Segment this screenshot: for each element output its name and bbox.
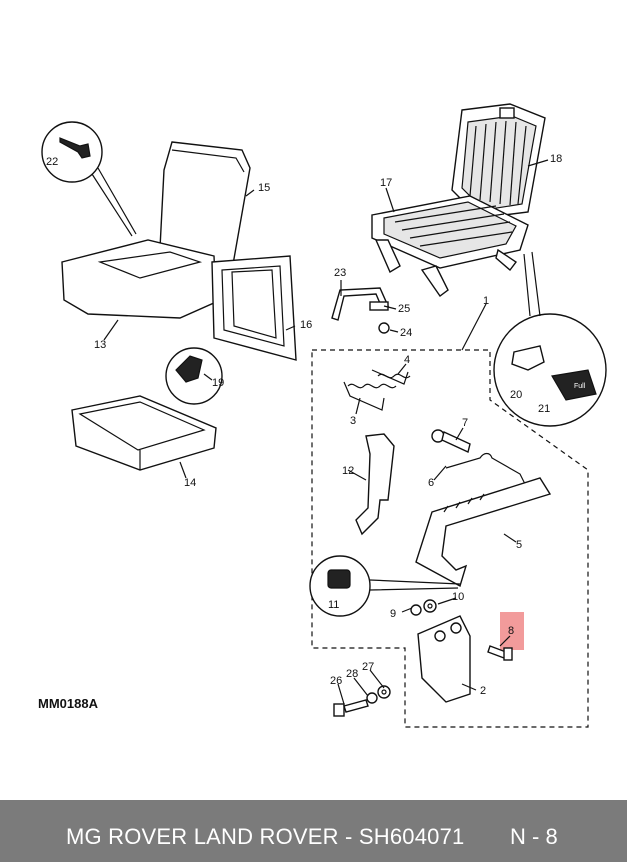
bolt-8 [487,645,513,661]
bolt-26 [333,699,369,717]
callout-13: 13 [94,339,106,351]
callout-3: 3 [350,415,356,427]
callout-15: 15 [258,182,270,194]
callout-27: 27 [362,661,374,673]
knob-label: Full [574,383,586,390]
callout-10: 10 [452,591,464,603]
seat-frame [371,103,546,297]
callout-21: 21 [538,403,550,415]
kit-boundary [311,349,589,728]
callout-25: 25 [398,303,410,315]
pin-7 [431,429,527,487]
callout-20: 20 [510,389,522,401]
part-8-highlight [500,612,524,650]
callout-2: 2 [480,685,486,697]
springs [343,369,411,411]
seat-assembly [61,141,297,361]
callout-4: 4 [404,354,410,366]
hook-12 [355,433,395,536]
callout-8: 8 [508,625,514,637]
callout-14: 14 [184,477,196,489]
callout-1: 1 [483,295,489,307]
bubble-20-21: Full [493,251,607,427]
callout-24: 24 [400,327,412,339]
callout-11: 11 [328,599,339,611]
callout-7: 7 [462,417,468,429]
footer-title: MG ROVER LAND ROVER - SH604071 [66,824,465,849]
leader-lines [103,159,549,705]
callout-18: 18 [550,153,562,165]
callout-12: 12 [342,465,354,477]
cushion-14 [71,395,217,471]
fasteners [366,599,437,704]
exploded-parts-diagram: Full 1 2 3 4 5 6 7 8 9 [41,103,607,728]
callout-6: 6 [428,477,434,489]
callout-22: 22 [46,156,58,168]
callout-23: 23 [334,267,346,279]
footer-page-number: N - 8 [510,824,558,849]
footer-bar: MG ROVER LAND ROVER - SH604071 N - 8 [0,800,627,862]
callout-19: 19 [212,377,224,389]
bubble-19 [165,347,223,405]
bubble-11 [309,555,461,617]
bracket-5 [415,477,552,588]
callout-28: 28 [346,668,358,680]
callout-17: 17 [380,177,392,189]
callout-9: 9 [390,608,396,620]
bracket-23 [331,287,390,334]
callout-26: 26 [330,675,342,687]
callout-16: 16 [300,319,312,331]
callout-5: 5 [516,539,522,551]
diagram-reference-code: MM0188A [38,696,98,711]
plate-2 [417,615,471,703]
callout-labels: 1 2 3 4 5 6 7 8 9 10 11 12 13 14 15 16 1… [46,153,562,697]
bubble-22 [41,121,137,237]
